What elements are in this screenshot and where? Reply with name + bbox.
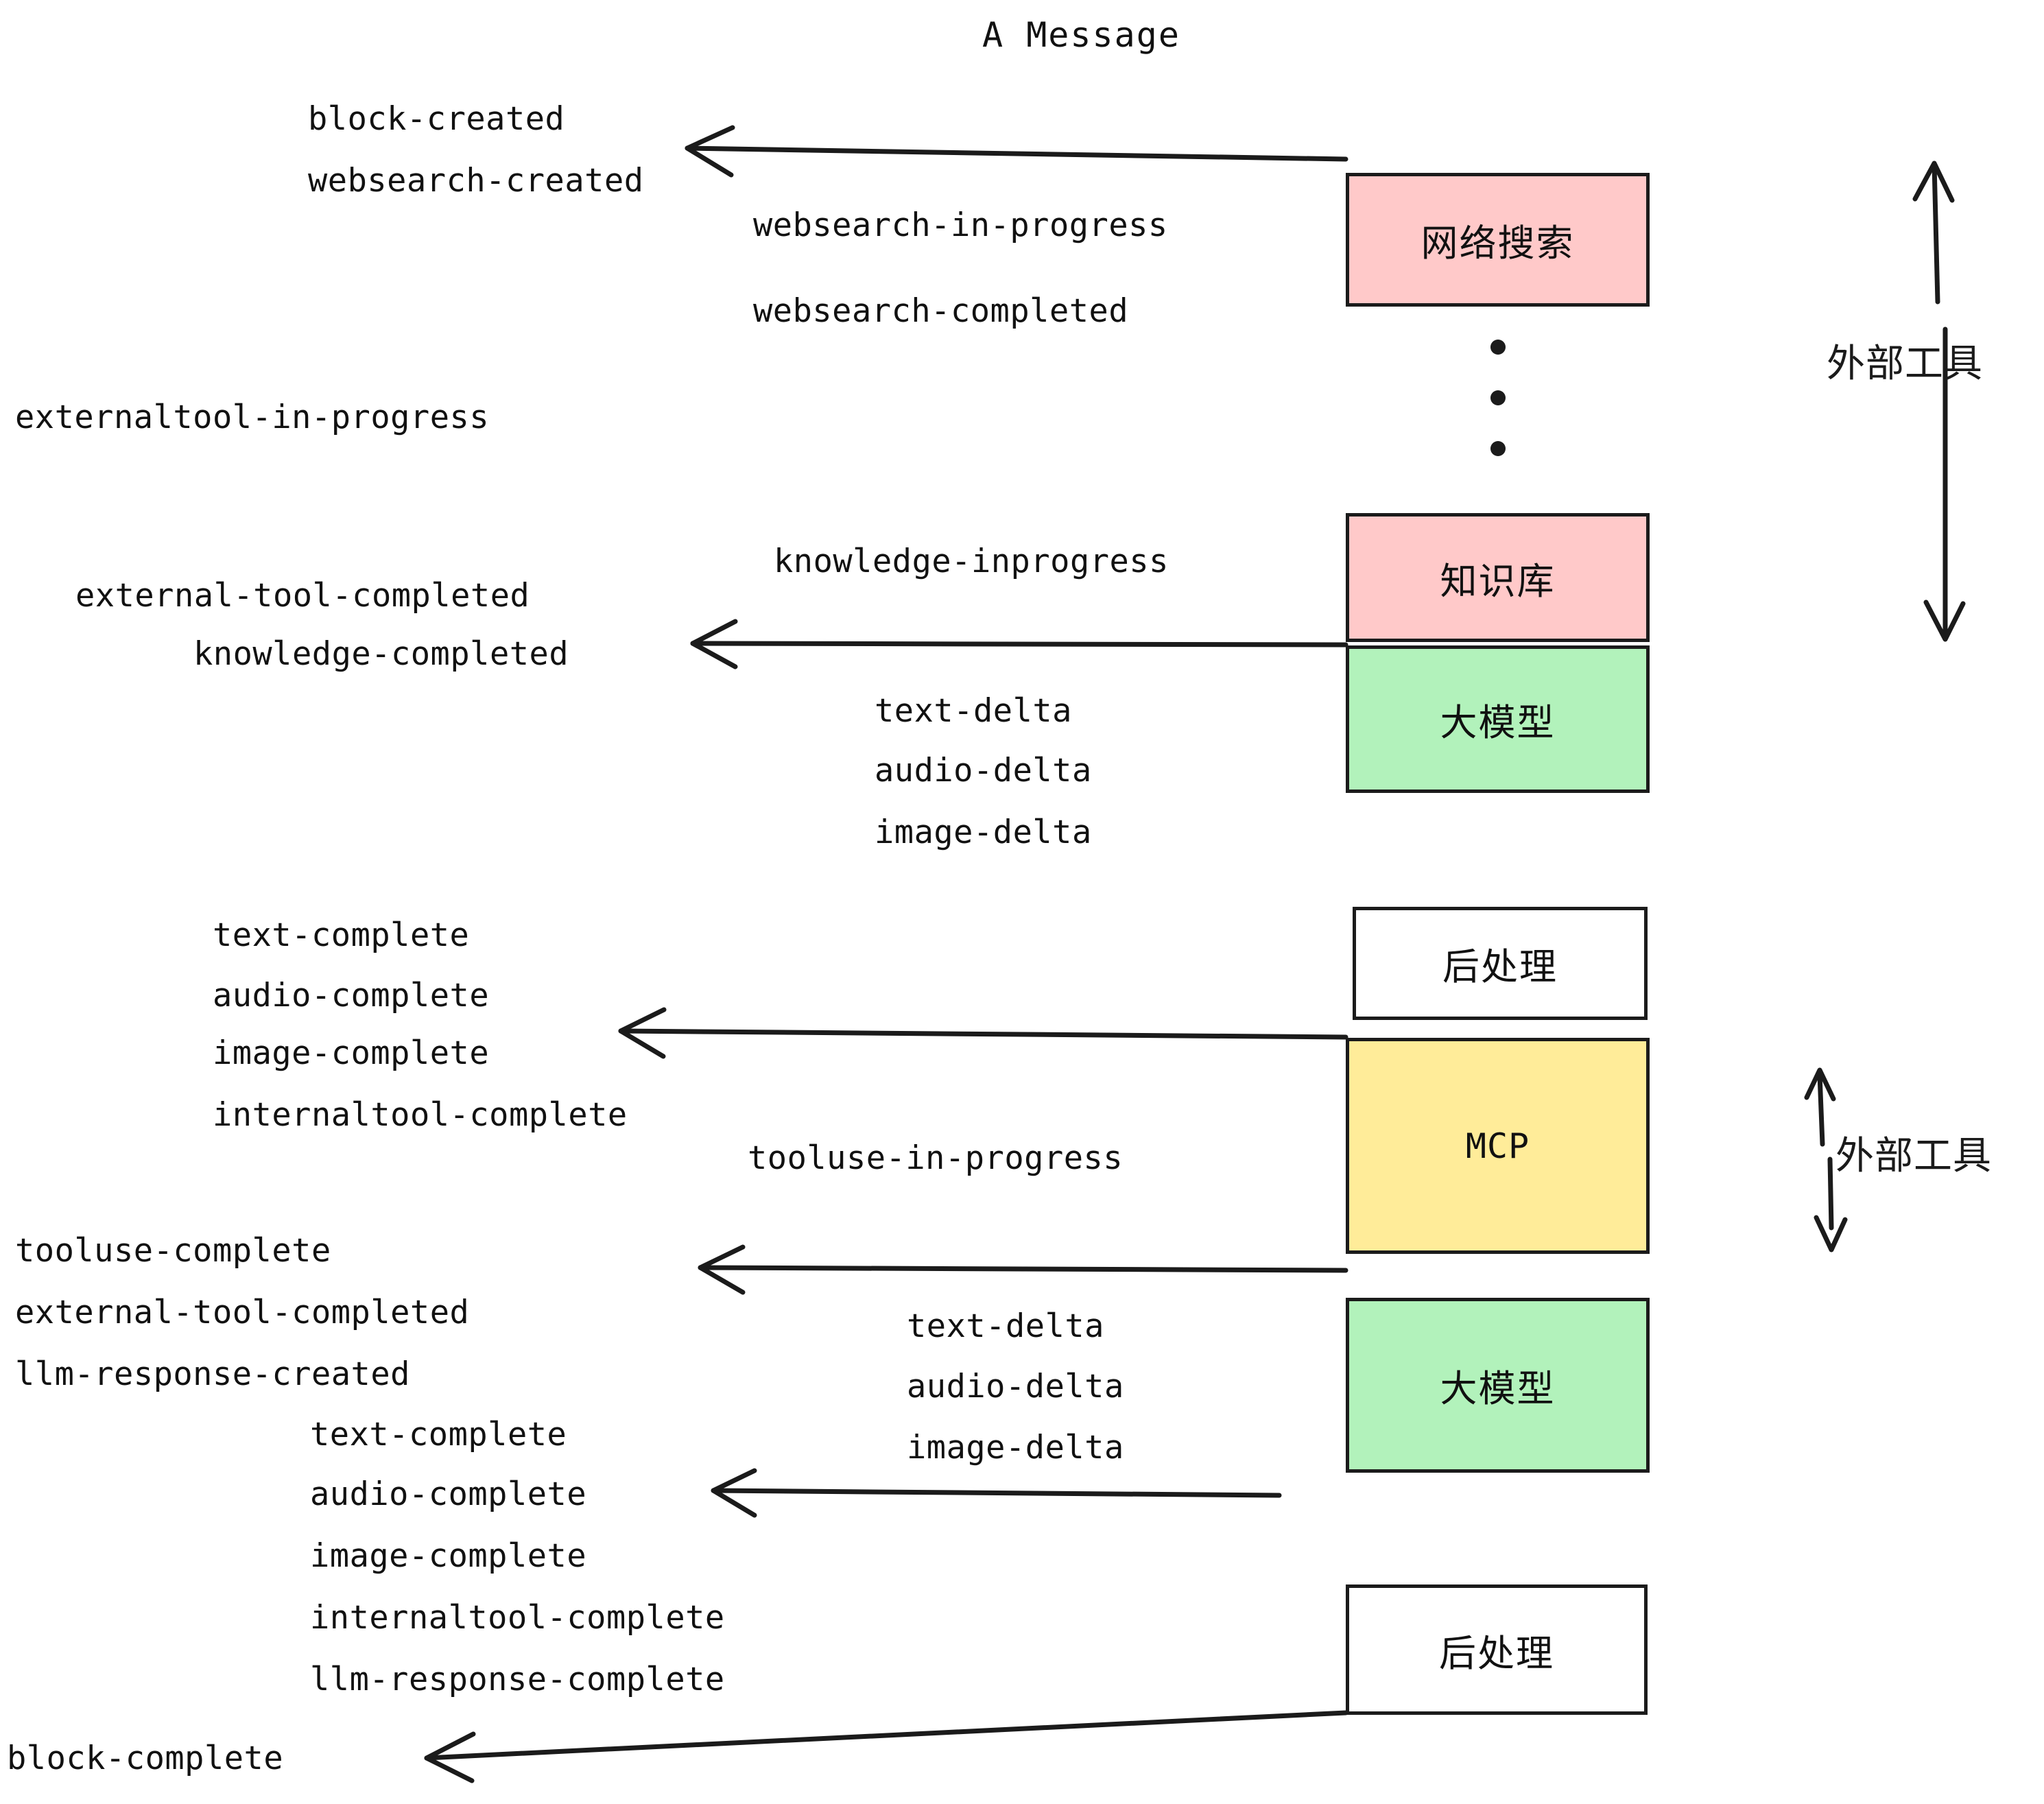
box-websearch[interactable]: 网络搜索 xyxy=(1346,173,1650,307)
box-llm-top-label: 大模型 xyxy=(1440,701,1556,744)
box-llm-bottom-label: 大模型 xyxy=(1440,1367,1556,1410)
box-mcp[interactable]: MCP xyxy=(1346,1038,1650,1254)
arrow-llm-bottom-to-events xyxy=(711,1468,1282,1518)
vertical-ellipsis xyxy=(1490,340,1506,456)
event-image-complete-2: image-complete xyxy=(310,1537,587,1575)
box-postprocess-top-label: 后处理 xyxy=(1442,945,1558,988)
event-text-complete-2: text-complete xyxy=(310,1416,567,1453)
box-knowledge-label: 知识库 xyxy=(1440,559,1556,603)
ellipsis-dot xyxy=(1490,340,1506,355)
page-title: A Message xyxy=(982,15,1180,55)
event-knowledge-inprogress: knowledge-inprogress xyxy=(774,543,1169,580)
event-tooluse-in-progress: tooluse-in-progress xyxy=(748,1139,1124,1177)
event-websearch-completed: websearch-completed xyxy=(753,292,1129,330)
event-llm-response-complete: llm-response-complete xyxy=(310,1661,725,1698)
event-internaltool-complete-2: internaltool-complete xyxy=(310,1599,725,1637)
event-audio-delta-2: audio-delta xyxy=(907,1368,1124,1405)
ellipsis-dot xyxy=(1490,441,1506,456)
event-audio-delta-1: audio-delta xyxy=(875,752,1092,790)
event-websearch-created: websearch-created xyxy=(308,162,644,200)
arrow-postprocess-to-events xyxy=(618,1007,1348,1059)
event-image-delta-2: image-delta xyxy=(907,1429,1124,1467)
arrow-postprocess-bottom-to-block-complete xyxy=(424,1710,1348,1783)
arrow-knowledge-to-events xyxy=(690,619,1348,669)
event-llm-response-created: llm-response-created xyxy=(15,1355,410,1393)
external-tool-label-upper: 外部工具 xyxy=(1827,342,1983,386)
event-external-tool-completed-1: external-tool-completed xyxy=(75,577,530,615)
event-knowledge-completed: knowledge-completed xyxy=(193,635,569,673)
external-tool-arrow-up-lower xyxy=(1804,1067,1836,1147)
event-image-complete-1: image-complete xyxy=(213,1034,490,1072)
box-postprocess-bottom[interactable]: 后处理 xyxy=(1346,1585,1648,1715)
event-block-created: block-created xyxy=(308,100,565,138)
arrow-websearch-to-events xyxy=(685,125,1348,178)
event-external-tool-completed-2: external-tool-completed xyxy=(15,1294,470,1331)
event-block-complete: block-complete xyxy=(7,1740,284,1777)
event-text-delta-1: text-delta xyxy=(875,692,1072,730)
event-text-delta-2: text-delta xyxy=(907,1307,1104,1345)
box-llm-bottom[interactable]: 大模型 xyxy=(1346,1298,1650,1473)
event-image-delta-1: image-delta xyxy=(875,814,1092,851)
box-llm-top[interactable]: 大模型 xyxy=(1346,645,1650,793)
box-postprocess-bottom-label: 后处理 xyxy=(1439,1631,1554,1675)
event-audio-complete-1: audio-complete xyxy=(213,977,490,1014)
external-tool-arrow-up-upper xyxy=(1912,161,1955,305)
box-mcp-label: MCP xyxy=(1465,1126,1530,1166)
external-tool-label-lower: 外部工具 xyxy=(1835,1134,1992,1178)
box-knowledge[interactable]: 知识库 xyxy=(1346,513,1650,642)
event-audio-complete-2: audio-complete xyxy=(310,1475,587,1513)
box-websearch-label: 网络搜索 xyxy=(1421,222,1575,265)
box-postprocess-top[interactable]: 后处理 xyxy=(1353,907,1648,1020)
arrow-mcp-to-events xyxy=(698,1244,1348,1295)
ellipsis-dot xyxy=(1490,390,1506,405)
event-text-complete-1: text-complete xyxy=(213,916,470,954)
event-internaltool-complete-1: internaltool-complete xyxy=(213,1096,628,1134)
event-tooluse-complete: tooluse-complete xyxy=(15,1232,331,1270)
event-websearch-in-progress: websearch-in-progress xyxy=(753,206,1168,244)
event-externaltool-in-progress: externaltool-in-progress xyxy=(15,399,490,436)
